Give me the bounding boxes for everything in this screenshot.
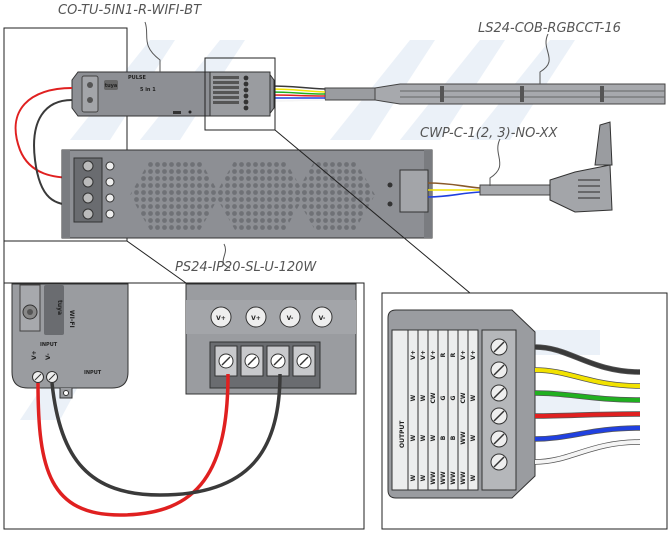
black-wire-detail [50, 373, 282, 497]
output-screw-slot [493, 456, 505, 468]
controller-top: tuya PULSE 5 in 1 [71, 71, 275, 117]
wifi-mark-detail: WI-FI [68, 310, 75, 328]
euro-plug [549, 164, 613, 213]
output-cell-label: G [450, 395, 457, 400]
red-wire-top [14, 87, 76, 179]
detail-frame-psu [3, 282, 365, 530]
cable-label: CWP-C-1(2, 3)-NO-XX [420, 126, 559, 141]
output-cell-label: B [440, 435, 447, 440]
output-cell-label: V+ [420, 350, 427, 360]
output-block-detail: OUTPUT WWWV+WWWV+WWWCWV+WWBGRWWBGRWWWWCW… [387, 309, 536, 499]
output-wire [534, 412, 641, 418]
output-cell-label: CW [460, 392, 467, 403]
ctrl-term-vminus: V- [45, 353, 52, 360]
output-cell-label: W [410, 394, 417, 401]
output-cell-label: WW [430, 471, 437, 485]
output-cell-label: WW [450, 471, 457, 485]
output-cell-label: W [420, 474, 427, 481]
zoom-frame-terminals [204, 57, 276, 131]
output-title: OUTPUT [399, 420, 406, 448]
rgb-ribbon-top [269, 85, 326, 102]
tuya-mark-top: tuya [105, 83, 118, 89]
output-wire [534, 440, 641, 464]
output-screw-slot [493, 387, 505, 399]
psu-terminal-detail: V+ V+ V- V- [185, 283, 357, 395]
output-cell-label: R [440, 352, 447, 357]
ac-cable [427, 182, 481, 198]
output-cell-label: V+ [460, 350, 467, 360]
strip-label: LS24-COB-RGBCCT-16 [478, 21, 621, 36]
zoom-link-mid [126, 240, 187, 284]
output-wire [534, 345, 641, 374]
black-wire-top [33, 99, 76, 206]
zoom-frame-left [3, 27, 128, 242]
output-cell-label: W [410, 434, 417, 441]
output-ribbon-detail [534, 344, 641, 465]
output-cell-label: V+ [470, 350, 477, 360]
output-cell-label: CW [430, 392, 437, 403]
output-wire [534, 426, 641, 441]
output-cell-label: W [430, 434, 437, 441]
output-screw-slot [493, 364, 505, 376]
output-cell-label: W [470, 394, 477, 401]
output-cell-label: V+ [410, 350, 417, 360]
tuya-mark-detail: tuya [56, 300, 63, 315]
psu-term-label-3: V- [287, 315, 294, 322]
callouts [144, 21, 550, 269]
controller-detail: tuya WI-FI INPUT INPUT V+ V- [11, 283, 129, 399]
output-cell-label: W [410, 474, 417, 481]
output-cell-label: V+ [430, 350, 437, 360]
output-wire [534, 391, 641, 402]
output-cell-label: WW [460, 431, 467, 445]
psu-term-label-4: V- [319, 315, 326, 322]
output-cell-label: WW [460, 471, 467, 485]
detail-frame-output [381, 292, 668, 530]
output-wire [534, 368, 641, 388]
brand-top: PULSE [128, 75, 147, 81]
red-wire-detail [36, 373, 230, 517]
psu-term-label-1: V+ [216, 315, 226, 322]
five-in-one-top: 5 in 1 [140, 87, 156, 93]
output-cell-label: W [420, 434, 427, 441]
output-cell-label: B [450, 435, 457, 440]
output-cell-label: G [440, 395, 447, 400]
controller-input-label: INPUT [40, 342, 58, 348]
output-cell-label: W [470, 474, 477, 481]
output-cell-label: R [450, 352, 457, 357]
psu-label: PS24-IP20-SL-U-120W [175, 260, 317, 275]
output-screw-slot [493, 410, 505, 422]
psu-term-label-2: V+ [251, 315, 261, 322]
ctrl-term-vplus: V+ [31, 350, 38, 360]
output-screw-slot [493, 341, 505, 353]
output-screw-slot [493, 433, 505, 445]
controller-input-label-2: INPUT [84, 370, 102, 376]
controller-label: CO-TU-5IN1-R-WIFI-BT [58, 3, 202, 18]
output-cell-label: WW [440, 471, 447, 485]
psu-top [61, 149, 433, 239]
zoom-link-right [274, 129, 471, 294]
output-cell-label: W [470, 434, 477, 441]
output-cell-label: W [420, 394, 427, 401]
ac-cable-sheath [479, 184, 551, 196]
